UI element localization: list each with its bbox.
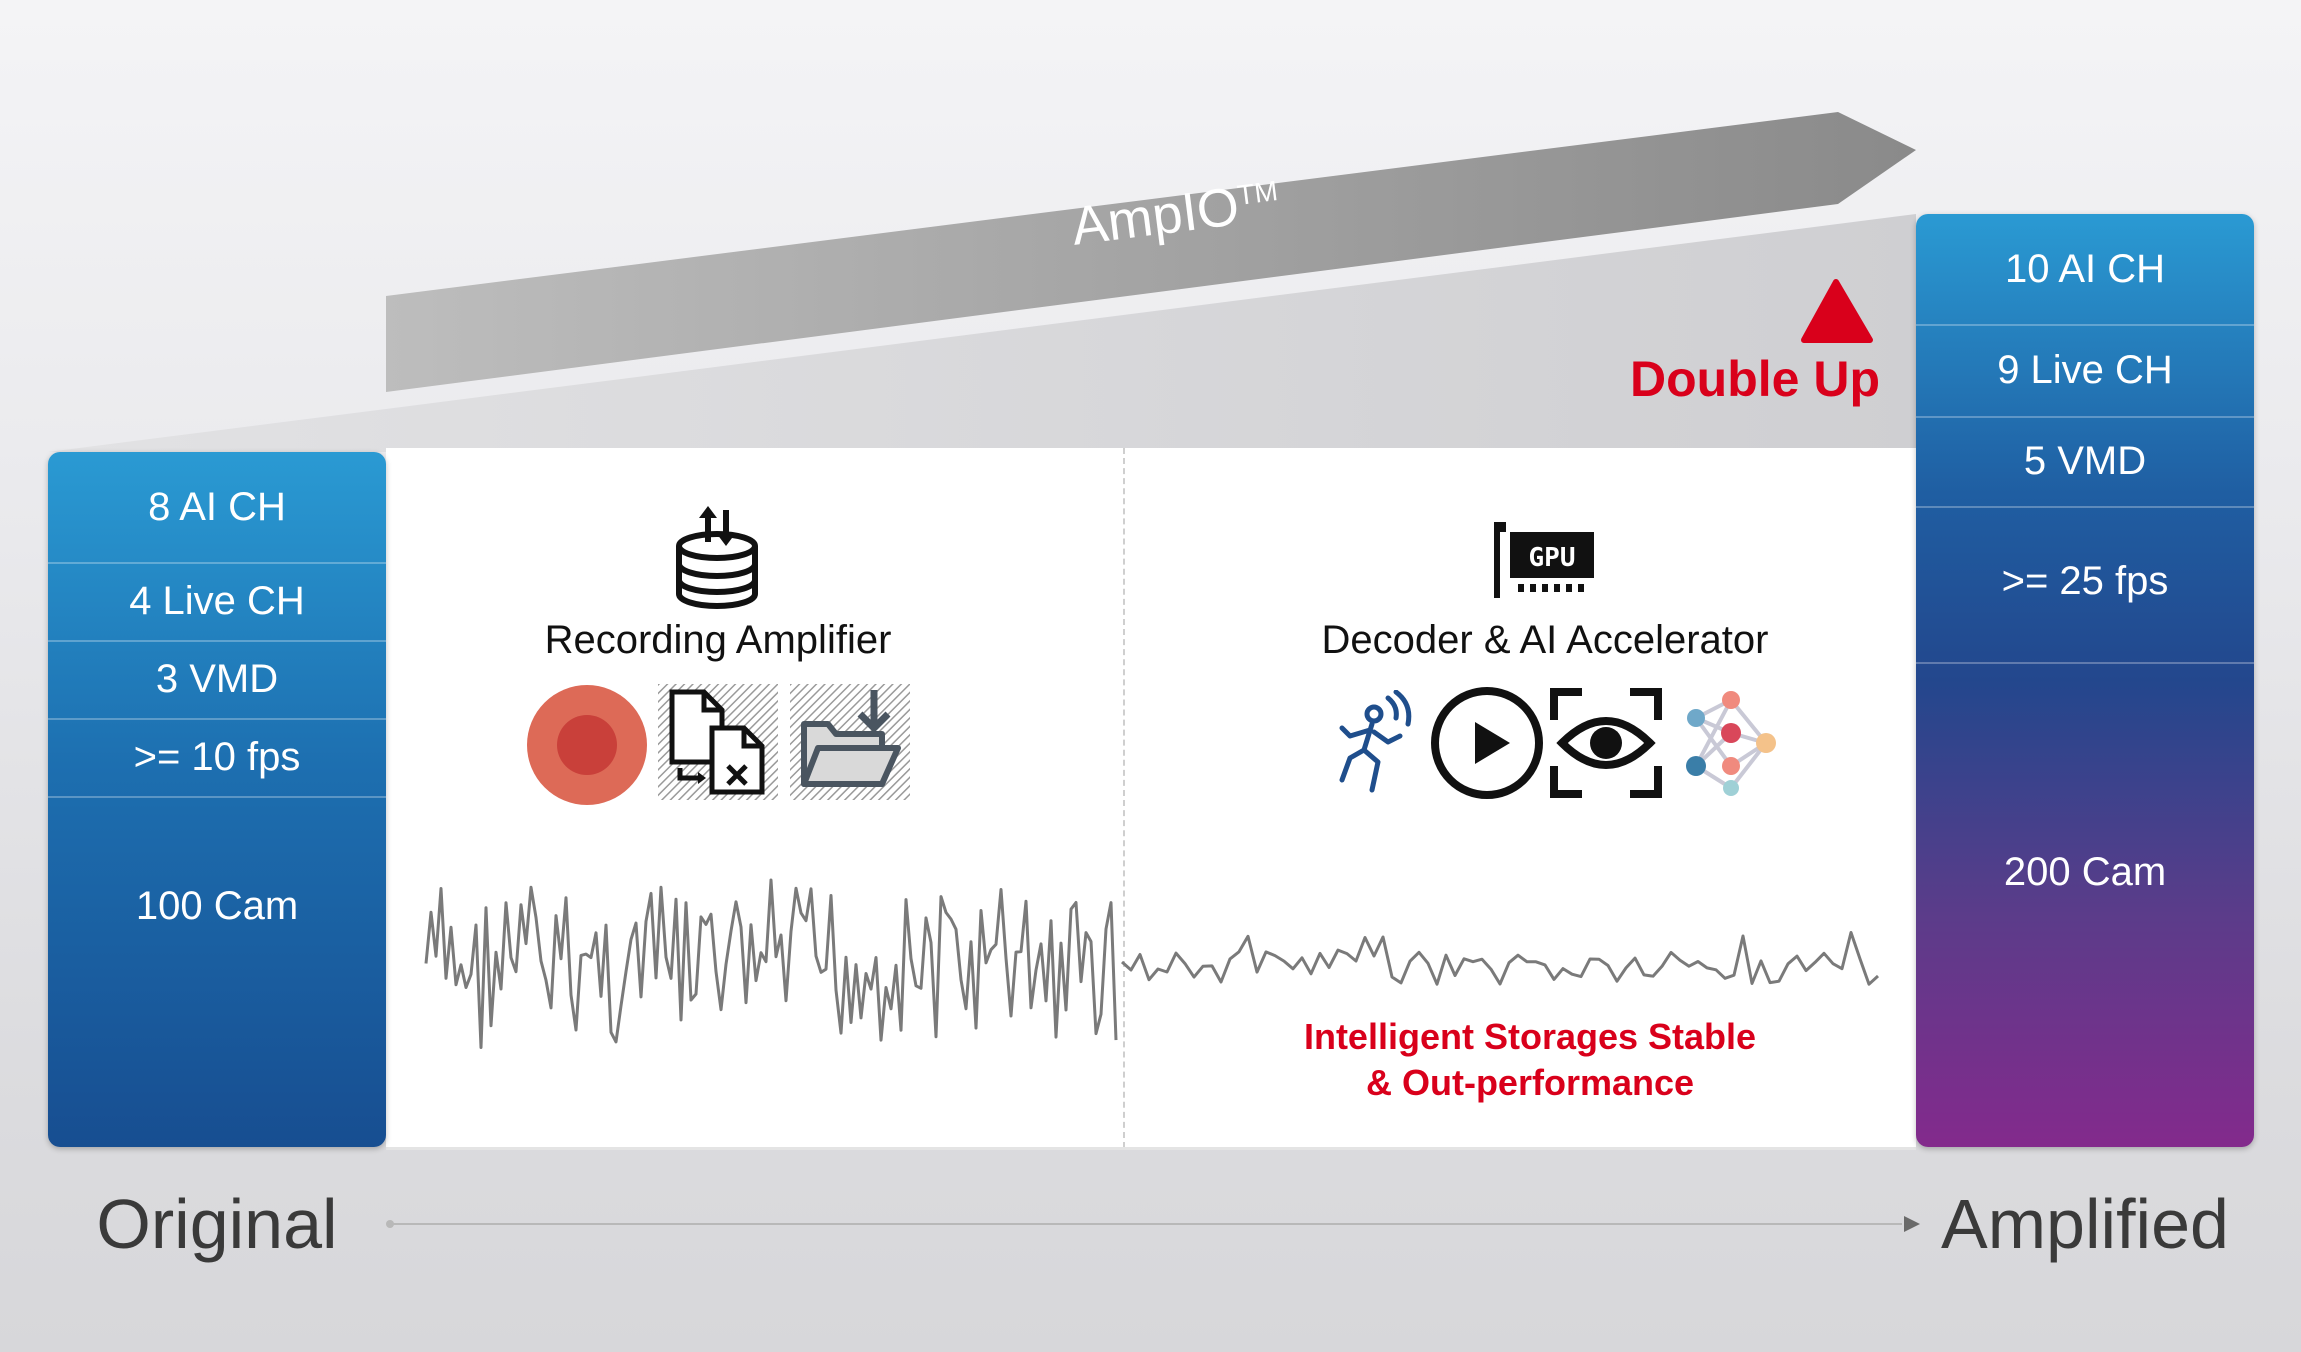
metric-cameras: 100 Cam	[135, 883, 299, 928]
stable-signal-line	[1121, 931, 1880, 986]
original-caption: Original	[96, 1185, 338, 1263]
panel-baseline	[386, 1147, 1916, 1150]
metric-vmd: 3 VMD	[155, 656, 279, 701]
motion-detection-icon	[1339, 690, 1412, 793]
metric-vmd: 5 VMD	[2023, 438, 2147, 483]
panel-divider	[1123, 448, 1125, 1148]
storage-note-line2: & Out-performance	[1365, 1062, 1695, 1103]
double-up-callout: Double Up	[1630, 351, 1880, 407]
metric-ai-channels: 10 AI CH	[2004, 246, 2166, 291]
noisy-signal-line	[424, 878, 1118, 1049]
metric-live-channels: 9 Live CH	[1997, 347, 2173, 392]
metric-live-channels: 4 Live CH	[129, 578, 305, 623]
up-triangle-icon	[1801, 279, 1873, 343]
storage-note-line1: Intelligent Storages Stable	[1303, 1016, 1757, 1057]
folder-download-icon	[790, 684, 910, 800]
metric-fps: >= 25 fps	[2001, 558, 2169, 603]
original-metrics-column: 8 AI CH 4 Live CH 3 VMD >= 10 fps 100 Ca…	[48, 452, 386, 1147]
amplified-metrics-column: 10 AI CH 9 Live CH 5 VMD >= 25 fps 200 C…	[1916, 214, 2254, 1147]
progress-arrowhead-icon	[1904, 1216, 1920, 1232]
database-sync-icon	[676, 506, 758, 609]
metric-cameras: 200 Cam	[2003, 849, 2167, 894]
amplified-caption: Amplified	[1941, 1185, 2229, 1263]
gpu-card-icon: GPU	[1494, 522, 1594, 598]
eye-scan-icon	[1550, 688, 1662, 798]
metric-fps: >= 10 fps	[133, 734, 301, 779]
signal-waveform	[424, 878, 1880, 1049]
trademark-mark: TM	[1235, 175, 1280, 211]
record-icon	[527, 685, 647, 805]
svg-text:GPU: GPU	[1529, 543, 1576, 573]
recording-amplifier-title: Recording Amplifier	[544, 618, 892, 662]
metric-ai-channels: 8 AI CH	[148, 484, 286, 529]
file-delete-icon	[658, 684, 778, 800]
neural-network-icon	[1686, 691, 1776, 796]
play-icon	[1431, 687, 1543, 799]
decoder-accelerator-title: Decoder & AI Accelerator	[1321, 618, 1769, 662]
ampio-banner-arrow	[386, 112, 1916, 392]
